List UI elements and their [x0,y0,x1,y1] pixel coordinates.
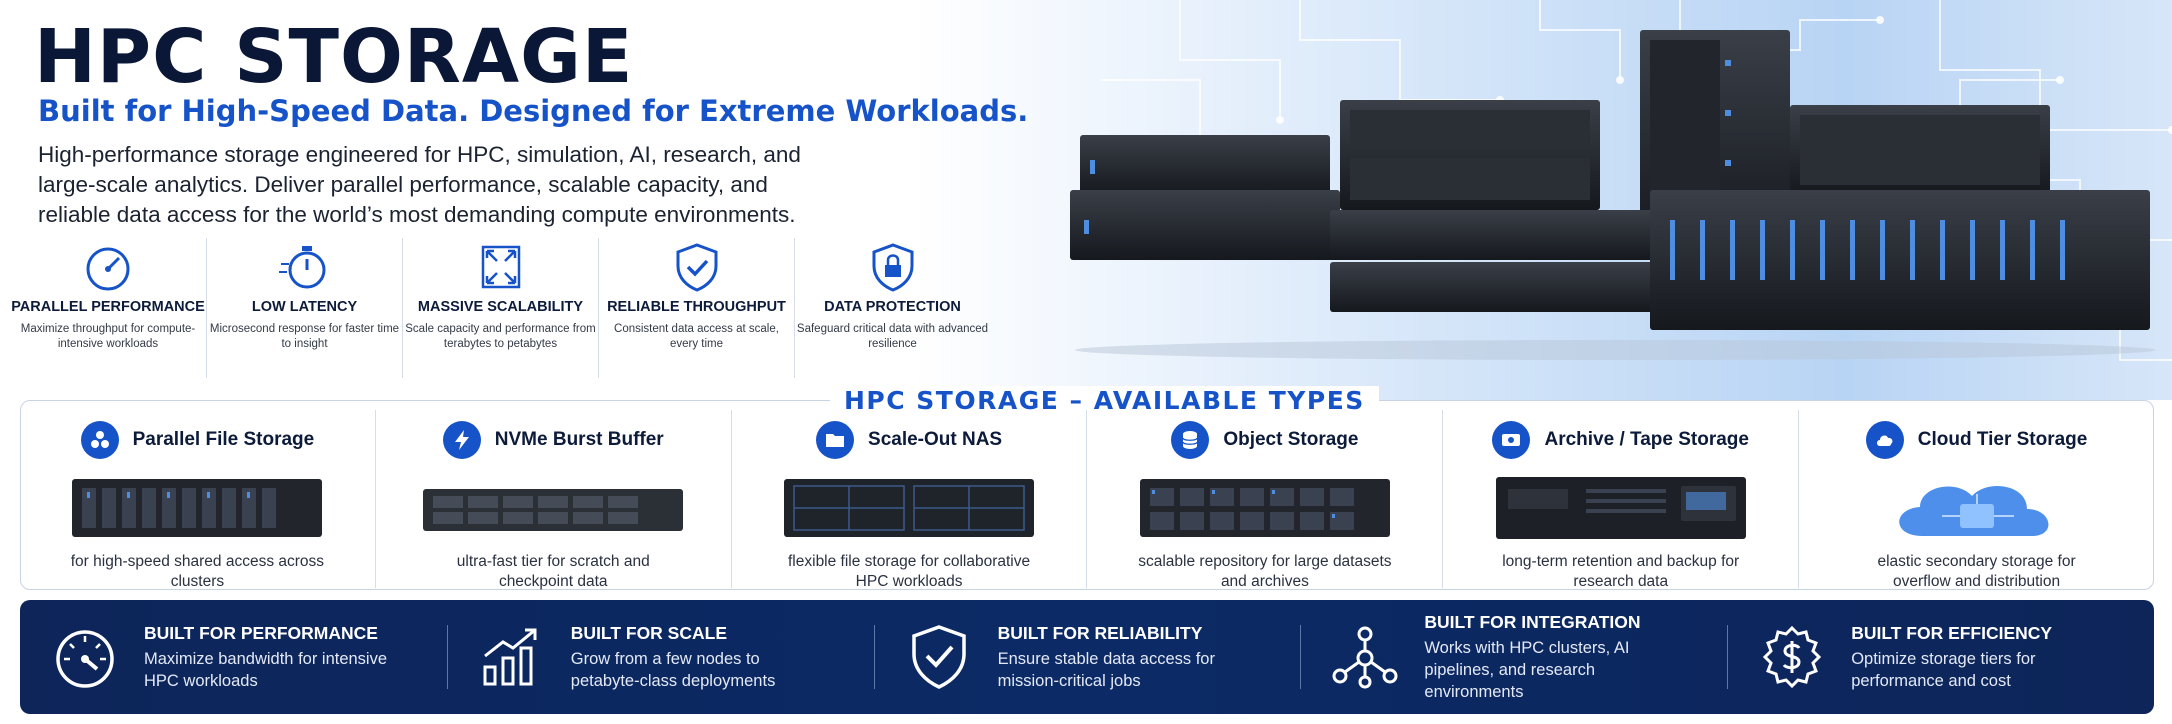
shield-check-icon [911,625,966,689]
type-name: Scale-Out NAS [868,429,1003,450]
feature-title: Low Latency [251,299,358,315]
benefits-bar: Built for Performance Maximize bandwidth… [20,600,2154,714]
benefit-title: Built for Scale [570,622,727,643]
feature-title: Data Protection [824,299,961,315]
type-desc: scalable repository for large datasets a… [1138,553,1392,590]
feature-title: Massive Scalability [417,299,584,315]
feature-desc: Consistent data access at scale, every t… [614,323,779,350]
shield-lock-icon [872,243,913,292]
type-archive-tape-storage[interactable]: Archive / Tape Storage long-term retenti… [1442,410,1798,590]
types-list: Parallel File Storage for high-speed sha… [20,410,2154,590]
database-icon [1171,421,1210,459]
type-name: NVMe Burst Buffer [494,429,664,450]
benefit-integration: Built for Integration Works with HPC clu… [1300,611,1727,701]
intro-text: High-performance storage engineered for … [38,142,801,227]
type-nvme-burst-buffer[interactable]: NVMe Burst Buffer ultra-fast tier for sc… [374,410,731,590]
dollar-gear-icon [1763,625,1822,689]
feature-title: Reliable Throughput [607,299,786,315]
lightning-icon [442,421,481,459]
growth-chart-icon [483,628,537,686]
folder-icon [816,421,855,459]
feature-title: Parallel Performance [11,299,205,315]
type-desc: ultra-fast tier for scratch and checkpoi… [456,553,650,590]
feature-low-latency: Low Latency Microsecond response for fas… [206,238,402,378]
benefit-title: Built for Efficiency [1851,622,2053,643]
feature-desc: Microsecond response for faster time to … [209,323,400,350]
cloud-chip-image [1898,486,2048,536]
benefit-performance: Built for Performance Maximize bandwidth… [20,615,447,699]
type-object-storage[interactable]: Object Storage scalable repository for l… [1086,410,1442,590]
benefit-desc: Optimize storage tiers for performance a… [1851,649,2036,690]
benefit-scale: Built for Scale Grow from a few nodes to… [446,615,874,699]
benefit-reliability: Built for Reliability Ensure stable data… [873,615,1301,699]
tape-icon [1492,421,1531,459]
server-racks-illustration [1070,30,2155,360]
type-desc: for high-speed shared access across clus… [70,553,325,590]
type-cloud-tier-storage[interactable]: Cloud Tier Storage elastic secondary sto… [1798,410,2154,590]
page-subtitle: Built for High-Speed Data. Designed for … [38,94,1029,128]
expand-arrows-icon [481,245,520,289]
type-name: Parallel File Storage [132,429,315,450]
type-parallel-file-storage[interactable]: Parallel File Storage for high-speed sha… [20,410,375,590]
stopwatch-icon [278,246,325,289]
network-nodes-icon [1332,626,1398,689]
speedometer-icon [86,247,130,291]
type-desc: flexible file storage for collaborative … [788,553,1031,590]
cloud-icon [1865,421,1904,459]
cluster-dots-icon [80,421,119,459]
shield-check-icon [676,243,717,292]
benefit-desc: Maximize bandwidth for intensive HPC wor… [144,649,388,690]
type-name: Cloud Tier Storage [1917,429,2088,450]
feature-parallel-performance: Parallel Performance Maximize throughput… [10,238,206,378]
type-desc: long-term retention and backup for resea… [1502,553,1740,590]
server-unit-image [423,489,684,531]
type-desc: elastic secondary storage for overflow a… [1877,553,2076,590]
benefit-desc: Works with HPC clusters, AI pipelines, a… [1424,638,1630,701]
feature-desc: Maximize throughput for compute-intensiv… [20,323,196,350]
feature-desc: Scale capacity and performance from tera… [405,323,596,350]
types-section-title: HPC STORAGE – AVAILABLE TYPES [830,386,1379,415]
benefit-title: Built for Performance [144,622,378,643]
feature-reliable-throughput: Reliable Throughput Consistent data acce… [598,238,794,378]
type-name: Archive / Tape Storage [1544,429,1749,450]
feature-desc: Safeguard critical data with advanced re… [796,323,989,350]
type-scale-out-nas[interactable]: Scale-Out NAS flexible file storage for … [730,410,1087,590]
page-title: HPC STORAGE [34,14,634,100]
server-unit-image [1495,477,1746,539]
benefit-title: Built for Reliability [997,622,1203,643]
type-name: Object Storage [1223,429,1359,450]
benefit-desc: Ensure stable data access for mission-cr… [997,649,1215,690]
gauge-icon [56,630,114,688]
feature-massive-scalability: Massive Scalability Scale capacity and p… [402,238,598,378]
benefit-title: Built for Integration [1424,611,1641,632]
feature-data-protection: Data Protection Safeguard critical data … [794,238,990,378]
server-unit-image [1139,479,1390,537]
feature-row: Parallel Performance Maximize throughput… [10,238,1010,378]
server-unit-image [72,479,323,537]
benefit-efficiency: Built for Efficiency Optimize storage ti… [1727,615,2154,699]
benefit-desc: Grow from a few nodes to petabyte-class … [570,649,776,690]
server-unit-image [784,479,1035,537]
